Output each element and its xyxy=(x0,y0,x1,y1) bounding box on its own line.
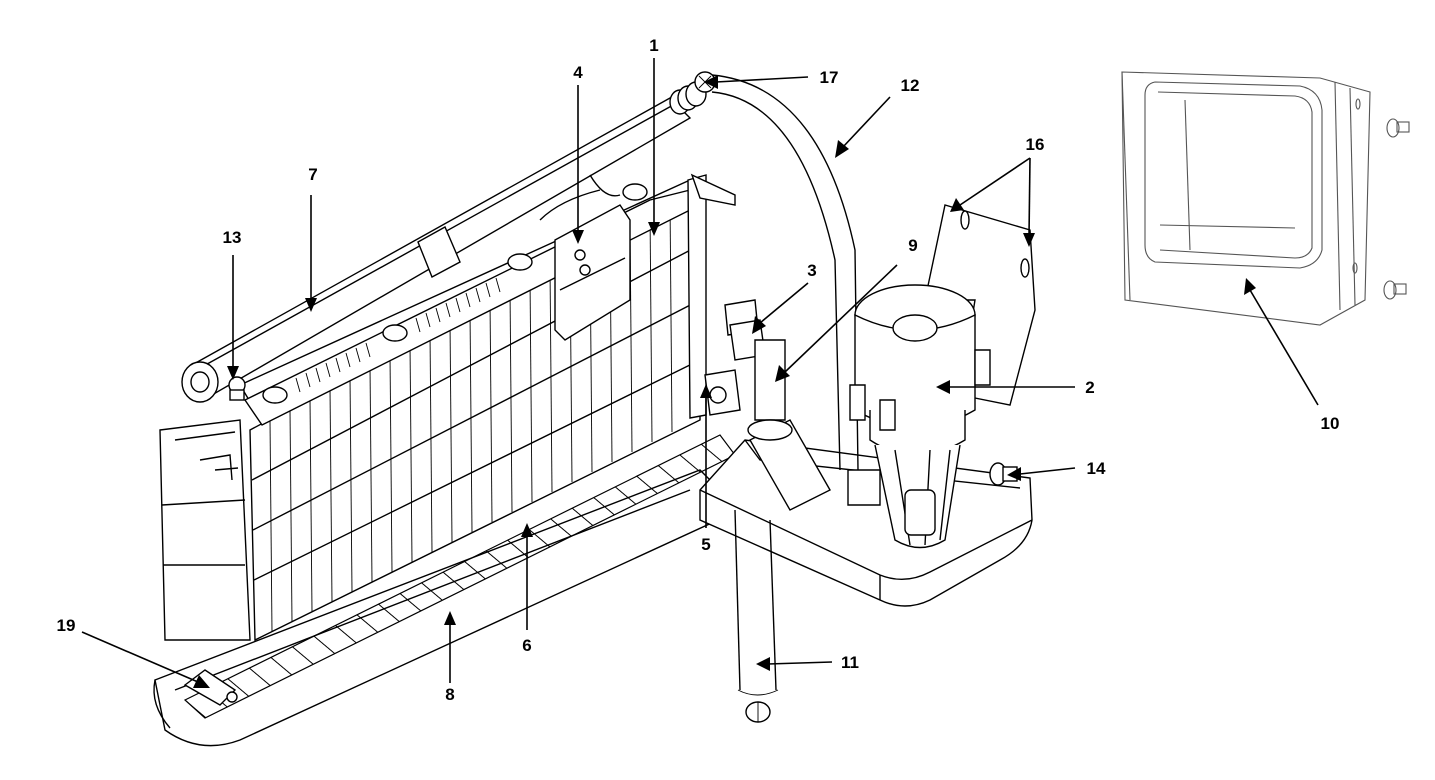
callout-8: 8 xyxy=(445,685,454,704)
callout-12: 12 xyxy=(901,76,920,95)
callout-11: 11 xyxy=(841,653,859,672)
drain-hose xyxy=(734,509,779,723)
callout-5: 5 xyxy=(701,535,710,554)
callout-14: 14 xyxy=(1087,459,1106,478)
callout-19: 19 xyxy=(57,616,76,635)
callout-16: 16 xyxy=(1026,135,1045,154)
callout-2: 2 xyxy=(1085,378,1094,397)
reservoir-tray xyxy=(699,439,1033,607)
control-box xyxy=(539,174,631,341)
callout-labels: 1 2 3 4 5 6 7 8 9 10 11 12 13 14 16 17 1… xyxy=(57,36,1340,704)
callout-9: 9 xyxy=(908,236,917,255)
valve-assembly xyxy=(704,299,786,421)
leader-lines xyxy=(81,58,1319,688)
callout-6: 6 xyxy=(522,636,531,655)
callout-10: 10 xyxy=(1321,414,1340,433)
cover-panel xyxy=(1121,71,1410,326)
callout-7: 7 xyxy=(308,165,317,184)
callout-1: 1 xyxy=(649,36,658,55)
callout-3: 3 xyxy=(807,261,816,280)
callout-17: 17 xyxy=(820,68,839,87)
callout-4: 4 xyxy=(573,63,583,82)
heater-tube xyxy=(181,81,707,403)
callout-13: 13 xyxy=(223,228,242,247)
filter-canister xyxy=(747,419,881,511)
